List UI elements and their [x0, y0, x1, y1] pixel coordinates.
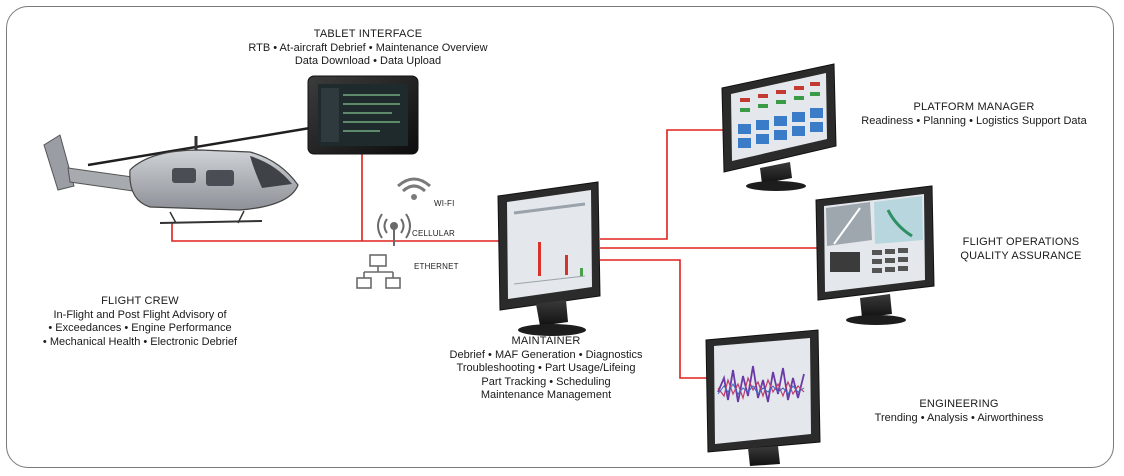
tablet-device — [307, 75, 419, 155]
flight-crew-line-1: In-Flight and Post Flight Advisory of — [53, 308, 227, 321]
flight-crew-line-2: • Exceedances • Engine Performance — [48, 322, 232, 334]
maintainer-line-3: Part Tracking • Scheduling — [481, 375, 611, 388]
maintainer-label: MAINTAINER Debrief • MAF Generation • Di… — [406, 335, 686, 403]
flight-ops-monitor — [815, 185, 935, 325]
flight-crew-title: FLIGHT CREW — [101, 295, 179, 307]
wifi-label: WI-FI — [434, 199, 455, 208]
tablet-interface-line-1: RTB • At-aircraft Debrief • Maintenance … — [248, 41, 488, 54]
engineering-line-1: Trending • Analysis • Airworthiness — [874, 411, 1044, 424]
connector-engineering — [600, 259, 713, 379]
ethernet-label: ETHERNET — [414, 262, 459, 271]
tablet-interface-label: TABLET INTERFACE RTB • At-aircraft Debri… — [218, 28, 518, 69]
connector-lines — [171, 129, 818, 379]
platform-manager-monitor — [721, 63, 837, 191]
flight-ops-line-1: QUALITY ASSURANCE — [960, 249, 1082, 262]
connector-platform-manager — [600, 129, 729, 240]
maintainer-monitor — [497, 181, 601, 336]
wifi-icon — [397, 177, 431, 200]
connector-helicopter — [171, 222, 362, 242]
maintainer-line-4: Maintenance Management — [480, 389, 612, 401]
platform-manager-title: PLATFORM MANAGER — [913, 101, 1035, 113]
cellular-label: CELLULAR — [412, 229, 455, 238]
tablet-interface-line-2: Data Download • Data Upload — [294, 55, 442, 67]
flight-crew-label: FLIGHT CREW In-Flight and Post Flight Ad… — [10, 295, 270, 349]
maintainer-line-1: Debrief • MAF Generation • Diagnostics — [449, 348, 643, 361]
platform-manager-label: PLATFORM MANAGER Readiness • Planning • … — [836, 101, 1112, 128]
tablet-interface-title: TABLET INTERFACE — [313, 28, 423, 40]
flight-crew-line-3: • Mechanical Health • Electronic Debrief — [42, 335, 238, 348]
engineering-monitor — [705, 329, 821, 466]
maintainer-title: MAINTAINER — [511, 335, 581, 347]
helicopter-illustration — [43, 124, 323, 224]
maintainer-line-2: Troubleshooting • Part Usage/Lifeing — [456, 362, 636, 374]
cellular-icon — [377, 213, 411, 246]
engineering-title: ENGINEERING — [919, 398, 999, 410]
platform-manager-line-1: Readiness • Planning • Logistics Support… — [861, 114, 1087, 127]
engineering-label: ENGINEERING Trending • Analysis • Airwor… — [846, 398, 1072, 425]
flight-ops-title: FLIGHT OPERATIONS — [962, 236, 1080, 248]
ethernet-icon — [356, 254, 401, 289]
flight-ops-label: FLIGHT OPERATIONS QUALITY ASSURANCE — [946, 236, 1096, 263]
